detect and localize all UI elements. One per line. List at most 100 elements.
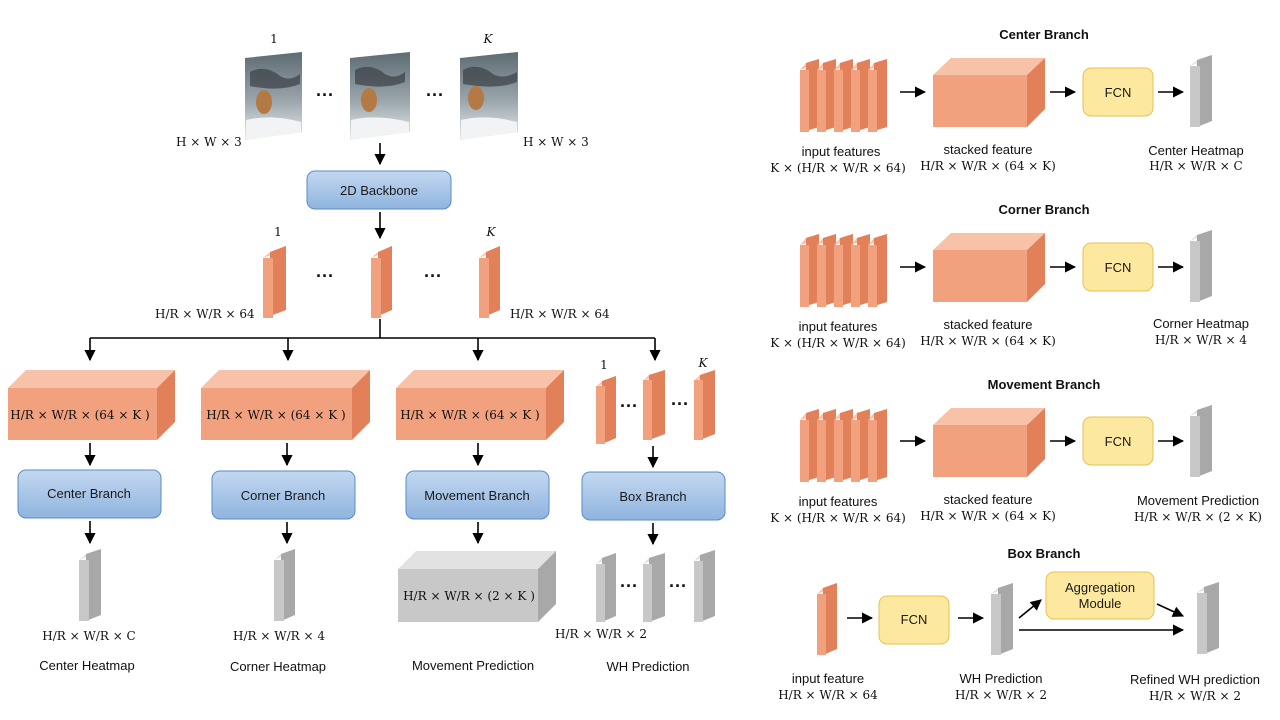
feat-dim-right: H/R × W/R × 64: [510, 307, 610, 321]
movement-prediction-name: Movement Prediction: [412, 658, 534, 673]
wh-dots-1: ···: [620, 576, 638, 596]
box-per-frame-features: 1 K ··· ···: [596, 356, 715, 444]
box-feature-1: [596, 376, 616, 444]
box-branch-box: Box Branch: [581, 471, 726, 521]
center-heatmap-name: Center Heatmap: [39, 658, 134, 673]
corner-out-dim: H/R × W/R × 4: [1155, 333, 1247, 347]
movement-output-dim: H/R × W/R × (2 × K ): [403, 589, 535, 603]
corner-output-dim: H/R × W/R × 4: [233, 629, 325, 643]
center-branch-label: Center Branch: [47, 486, 131, 501]
corner-heatmap-detail: [1190, 230, 1212, 302]
center-output-dim: H/R × W/R × C: [42, 629, 136, 643]
aggregation-line-2: Module: [1079, 596, 1122, 611]
box-out-label: Refined WH prediction: [1130, 672, 1260, 687]
center-branch-box: Center Branch: [17, 469, 162, 519]
corner-branch-label: Corner Branch: [241, 488, 326, 503]
box-branch-detail: Box Branch FCN Aggregation Module input …: [778, 546, 1260, 703]
feature-map-k: [479, 246, 500, 318]
backbone-label: 2D Backbone: [340, 183, 418, 198]
arrows-to-branches: [84, 443, 659, 469]
center-detail-title: Center Branch: [999, 27, 1089, 42]
movement-stack-label: stacked feature: [944, 492, 1033, 507]
distribution-lines: [84, 319, 661, 362]
stacked-cube-corner: H/R × W/R × (64 × K ): [201, 370, 370, 440]
center-fcn-label: FCN: [1105, 85, 1132, 100]
feature-map-2: [371, 246, 392, 318]
movement-branch-detail: Movement Branch FCN input features K × (…: [770, 377, 1262, 525]
box-input-label: input feature: [792, 671, 864, 686]
refined-wh-prediction: [1197, 582, 1219, 654]
center-stacked-cube: [933, 58, 1045, 127]
frame-dim-right: H × W × 3: [523, 135, 589, 149]
movement-detail-title: Movement Branch: [988, 377, 1101, 392]
movement-prediction-detail: [1190, 405, 1212, 477]
feature-map-1: [263, 246, 286, 318]
backbone-box: 2D Backbone: [306, 170, 452, 210]
center-stack-dim: H/R × W/R × (64 × K): [920, 159, 1056, 173]
box-wh-prediction: [991, 583, 1013, 655]
center-heatmap-output: [79, 549, 101, 621]
corner-input-label: input features: [799, 319, 878, 334]
wh-output-dim: H/R × W/R × 2: [555, 627, 647, 641]
input-frames: 1 K ··· ··· H × W × 3 H × W × 3: [176, 32, 589, 149]
wh-dots-2: ···: [669, 576, 687, 596]
stacked-cube-movement: H/R × W/R × (64 × K ): [396, 370, 564, 440]
box-wh-dim: H/R × W/R × 2: [955, 688, 1047, 702]
center-input-dim: K × (H/R × W/R × 64): [770, 161, 906, 175]
corner-heatmap-output: [274, 549, 295, 621]
stack-label-corner: H/R × W/R × (64 × K ): [206, 408, 345, 422]
corner-branch-box: Corner Branch: [211, 470, 356, 520]
corner-fcn-label: FCN: [1105, 260, 1132, 275]
movement-branch-box: Movement Branch: [405, 470, 550, 520]
frame-dots-1: ···: [316, 85, 334, 105]
box-branch-label: Box Branch: [619, 489, 686, 504]
box-index-last: K: [698, 356, 709, 370]
movement-input-label: input features: [799, 494, 878, 509]
center-branch-detail: Center Branch FCN input features K × (H/…: [770, 27, 1244, 175]
box-input-feature: [817, 583, 837, 655]
stacked-cube-center: H/R × W/R × (64 × K ): [8, 370, 175, 440]
box-out-dim: H/R × W/R × 2: [1149, 689, 1241, 703]
center-input-stack: [800, 59, 887, 132]
feat-dots-1: ···: [316, 266, 334, 286]
corner-detail-title: Corner Branch: [998, 202, 1089, 217]
input-frame-k: [460, 52, 518, 140]
box-feature-2: [643, 370, 665, 440]
movement-input-dim: K × (H/R × W/R × 64): [770, 511, 906, 525]
center-fcn-box: [1082, 67, 1154, 117]
corner-input-dim: K × (H/R × W/R × 64): [770, 336, 906, 350]
frame-index-first: 1: [270, 32, 278, 46]
feat-dots-2: ···: [424, 266, 442, 286]
aggregation-module-box: [1045, 571, 1155, 620]
wh-prediction-name: WH Prediction: [606, 659, 689, 674]
corner-out-label: Corner Heatmap: [1153, 316, 1249, 331]
feat-index-last: K: [486, 225, 497, 239]
frame-dots-2: ···: [426, 85, 444, 105]
feat-dim-left: H/R × W/R × 64: [155, 307, 255, 321]
corner-input-stack: [800, 234, 887, 307]
corner-heatmap-name: Corner Heatmap: [230, 659, 326, 674]
box-feature-k: [694, 370, 715, 440]
box-dots-2: ···: [671, 394, 689, 414]
frame-index-last: K: [483, 32, 494, 46]
movement-fcn-label: FCN: [1105, 434, 1132, 449]
movement-stacked-cube: [933, 408, 1045, 477]
corner-stack-label: stacked feature: [944, 317, 1033, 332]
corner-stacked-cube: [933, 233, 1045, 302]
aggregation-line-1: Aggregation: [1065, 580, 1135, 595]
movement-branch-label: Movement Branch: [424, 488, 530, 503]
stack-label-movement: H/R × W/R × (64 × K ): [400, 408, 539, 422]
box-detail-title: Box Branch: [1008, 546, 1081, 561]
feat-index-first: 1: [274, 225, 282, 239]
movement-input-stack: [800, 409, 887, 482]
box-dots-1: ···: [620, 396, 638, 416]
corner-fcn-box: [1082, 242, 1154, 292]
movement-out-dim: H/R × W/R × (2 × K): [1134, 510, 1262, 524]
arrows-to-outputs: [84, 521, 659, 546]
movement-prediction-output: H/R × W/R × (2 × K ): [398, 551, 556, 622]
center-out-dim: H/R × W/R × C: [1149, 159, 1243, 173]
box-input-dim: H/R × W/R × 64: [778, 688, 878, 702]
center-out-label: Center Heatmap: [1148, 143, 1243, 158]
input-frame-1: [245, 52, 302, 140]
